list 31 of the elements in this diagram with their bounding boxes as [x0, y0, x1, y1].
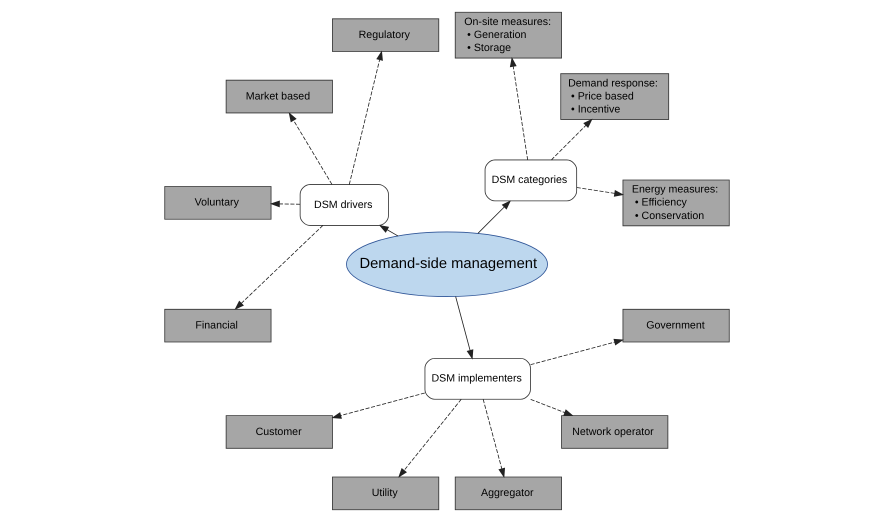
node-box: Energy measures: • Efficiency • Conservation [622, 179, 730, 226]
arrow [378, 224, 398, 236]
arrow [454, 296, 473, 360]
arrow [509, 56, 528, 160]
node-box: Network operator [560, 414, 668, 448]
arrow [530, 398, 574, 416]
node-ellipse: Demand-side management [346, 231, 548, 296]
arrow [234, 224, 323, 310]
node-box: Government [622, 308, 730, 342]
node-box: Market based [225, 79, 332, 113]
node-box: DSM implementers [424, 357, 530, 400]
node-box: Regulatory [332, 18, 439, 52]
node-box: DSM categories [484, 159, 577, 201]
arrow [331, 392, 425, 418]
node-box: Customer [225, 414, 332, 448]
arrow [477, 200, 511, 234]
arrow [348, 50, 382, 184]
arrow [288, 112, 332, 184]
node-box: On-site measures: • Generation • Storage [454, 11, 562, 58]
arrow [576, 186, 624, 196]
arrow [398, 398, 462, 478]
arrow [530, 338, 624, 365]
node-box: Financial [164, 308, 271, 342]
node-box: Utility [332, 476, 439, 510]
node-box: DSM drivers [299, 184, 388, 226]
node-box: Demand response: • Price based • Incentive [560, 72, 669, 120]
node-box: Aggregator [454, 476, 562, 510]
arrow [482, 398, 505, 478]
arrow [550, 118, 592, 160]
node-box: Voluntary [164, 186, 271, 220]
arrow [269, 200, 300, 207]
